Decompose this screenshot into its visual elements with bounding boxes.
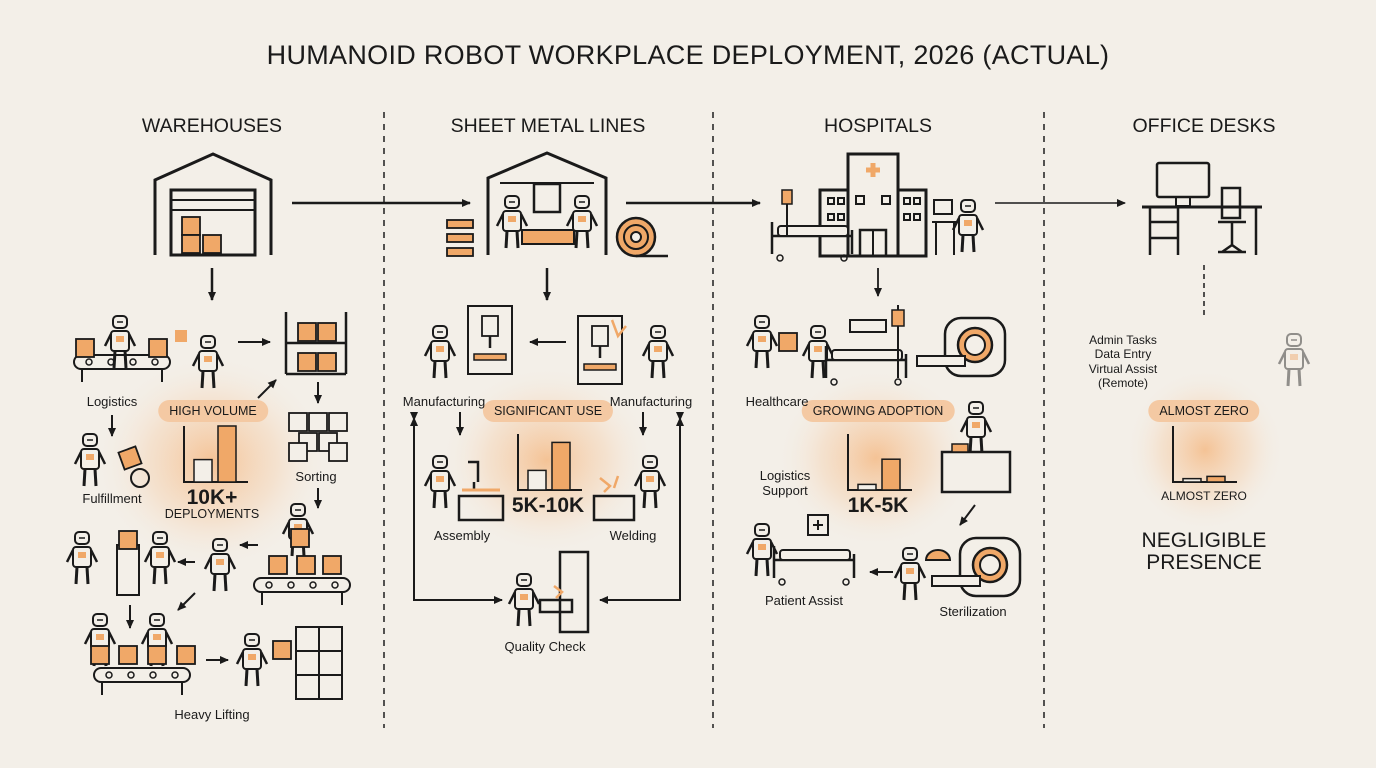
label-sterilization: Sterilization [939,604,1007,619]
negligible-line-2: PRESENCE [1146,551,1262,575]
column-header-warehouses: WAREHOUSES [141,115,283,137]
badge-growing-adoption: GROWING ADOPTION [801,400,955,422]
label-logistics: Logistics [86,394,138,409]
office-tasks-list: Admin Tasks Data Entry Virtual Assist (R… [1089,333,1157,391]
hospital-building-icon [818,152,928,258]
label-assembly: Assembly [433,528,491,543]
badge-almost-zero: ALMOST ZERO [1148,400,1260,422]
label-manufacturing-left: Manufacturing [402,394,486,409]
bar-warehouses-1 [217,425,237,483]
office-task-virtual-assist: Virtual Assist [1088,361,1158,376]
column-header-office: OFFICE DESKS [1132,115,1276,137]
label-support-hospital: Support [762,483,808,498]
office-task-data-entry: Data Entry [1094,347,1152,362]
warehouse-art [65,152,351,700]
office-desk-icon [1142,161,1262,255]
column-header-sheet-metal: SHEET METAL LINES [450,115,646,137]
label-quality-check: Quality Check [504,639,586,654]
office-art [1142,161,1311,388]
badge-significant-use: SIGNIFICANT USE [482,400,614,422]
label-manufacturing-right: Manufacturing [609,394,693,409]
warehouse-building-icon [153,152,273,257]
label-logistics-hospital: Logistics [759,468,811,483]
label-patient-assist: Patient Assist [764,593,844,608]
sheet-stack-icon [446,219,474,257]
page-title: HUMANOID ROBOT WORKPLACE DEPLOYMENT, 202… [266,40,1110,70]
label-heavy-lifting: Heavy Lifting [174,707,250,722]
bar-hospitals-0 [857,483,877,491]
value-sheet-metal: 5K-10K [511,494,585,517]
column-header-hospitals: HOSPITALS [823,115,933,137]
faded-robot-icon [1277,332,1311,388]
bar-charts [183,425,1237,491]
bar-sheet-metal-1 [551,441,571,491]
label-fulfillment: Fulfillment [82,491,142,506]
bar-warehouses-0 [193,458,213,483]
bar-office-0 [1182,477,1202,483]
label-sorting: Sorting [295,469,337,484]
hospital-art [745,152,1022,602]
office-axis-label: ALMOST ZERO [1161,489,1247,503]
badge-high-volume: HIGH VOLUME [158,400,268,422]
flow-arrows [208,199,1205,315]
value-warehouses: 10K+ [186,486,238,509]
negligible-line-1: NEGLIGIBLE [1141,529,1267,552]
office-task-admin: Admin Tasks [1089,333,1157,347]
bar-office-1 [1206,475,1226,483]
sheet-metal-art [410,151,684,634]
label-welding: Welding [609,528,657,543]
negligible-presence-text: NEGLIGIBLE PRESENCE [1141,529,1267,575]
value-hospitals: 1K-5K [847,494,909,517]
office-task-remote: (Remote) [1097,376,1149,391]
metal-coil-icon [615,216,668,258]
factory-building-icon [486,151,608,255]
value-sub-warehouses: DEPLOYMENTS [164,507,260,521]
label-healthcare: Healthcare [745,394,809,409]
bar-hospitals-1 [881,458,901,491]
bar-sheet-metal-0 [527,469,547,491]
